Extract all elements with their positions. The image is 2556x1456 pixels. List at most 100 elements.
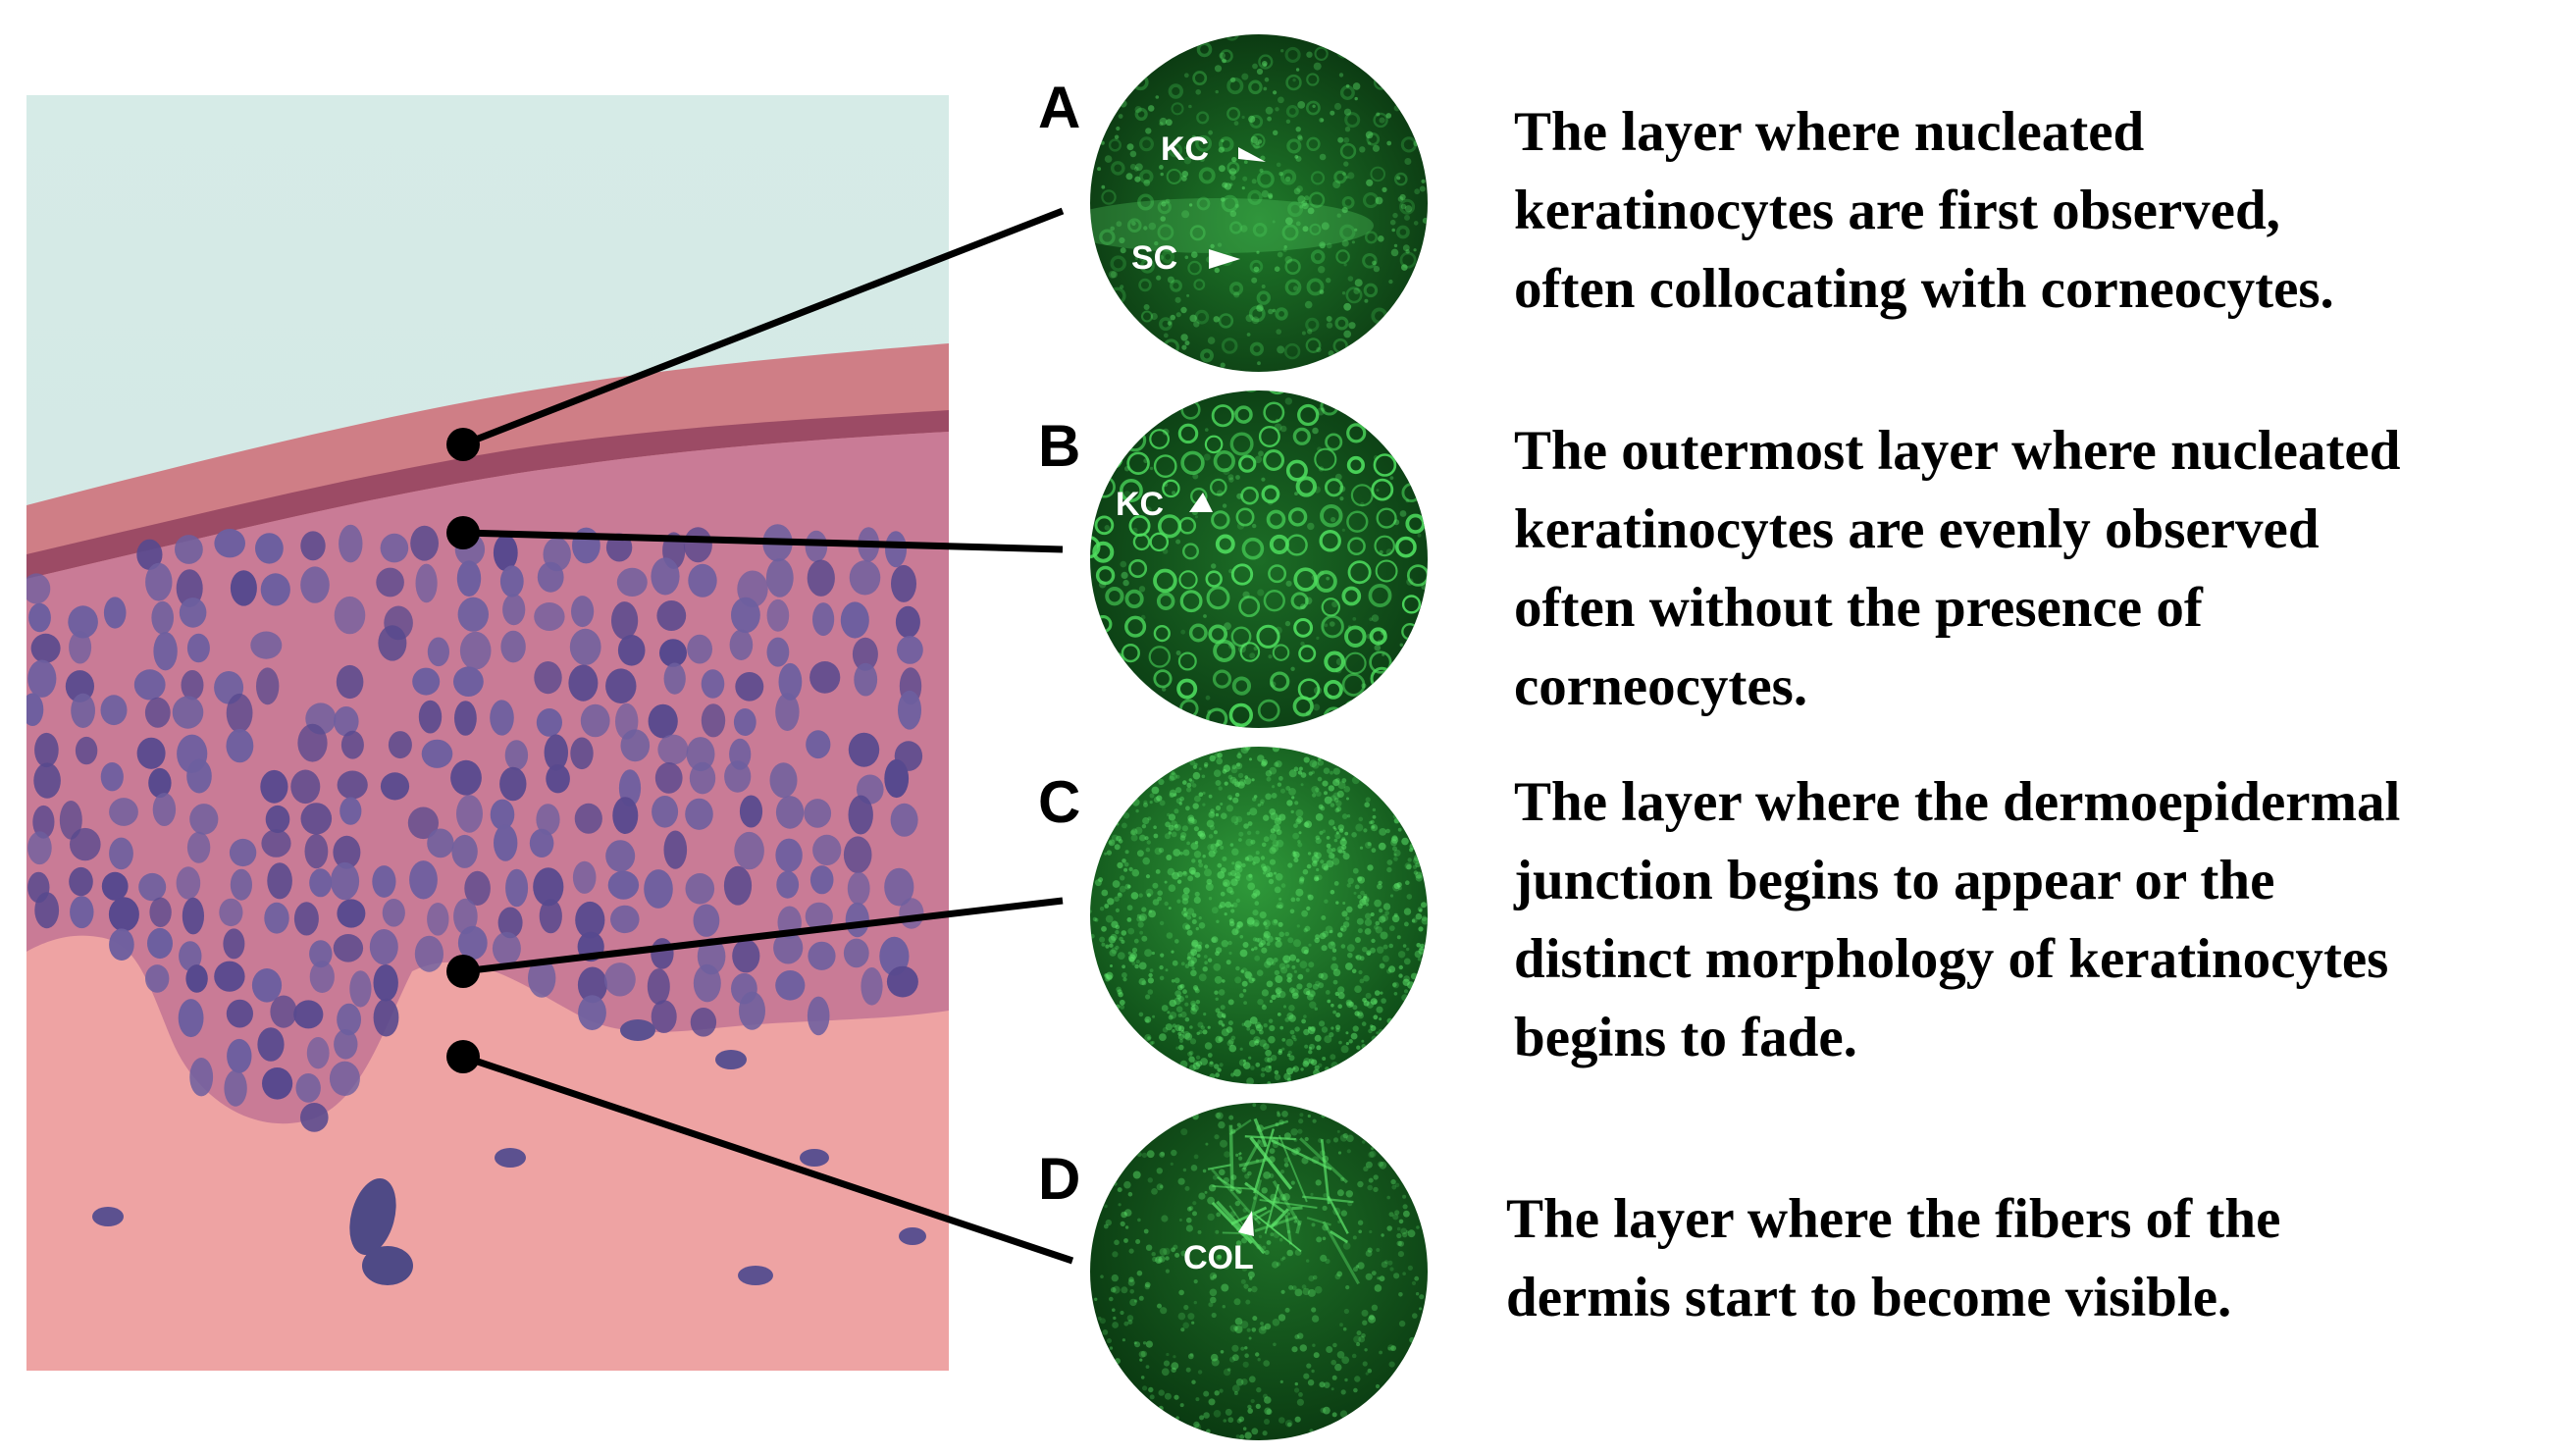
speckle xyxy=(1241,115,1245,120)
nucleus xyxy=(186,831,211,863)
speckle xyxy=(1293,1148,1299,1155)
speckle xyxy=(1304,1136,1309,1142)
speckle xyxy=(1147,1036,1151,1040)
fluorescent-cell xyxy=(1168,142,1183,158)
nucleus xyxy=(701,703,726,738)
speckle xyxy=(1381,913,1388,922)
speckle xyxy=(1334,666,1342,674)
speckle xyxy=(1174,1024,1182,1032)
nucleus xyxy=(172,696,204,729)
speckle xyxy=(1236,921,1244,928)
speckle xyxy=(1331,948,1337,953)
fluorescent-cell xyxy=(1105,75,1121,90)
speckle xyxy=(1187,1353,1194,1360)
nucleus xyxy=(845,902,869,938)
collagen-fiber xyxy=(1320,1138,1330,1205)
speckle xyxy=(1321,118,1325,123)
speckle xyxy=(1341,837,1346,842)
speckle xyxy=(1367,952,1371,956)
nucleus xyxy=(605,668,637,703)
speckle xyxy=(1355,823,1364,832)
collagen-fiber xyxy=(1216,1200,1266,1255)
speckle xyxy=(1237,752,1241,755)
speckle xyxy=(1290,897,1296,903)
speckle xyxy=(1221,940,1229,948)
fluorescent-cell xyxy=(1257,699,1280,722)
speckle xyxy=(1257,361,1261,366)
speckle xyxy=(1291,852,1297,858)
speckle xyxy=(1257,999,1264,1006)
speckle xyxy=(1154,847,1163,856)
fluorescent-cell xyxy=(1194,309,1210,325)
panel-c-description: The layer where the dermoepidermal junct… xyxy=(1514,763,2400,1077)
speckle xyxy=(1367,1368,1373,1374)
fluorescent-cell xyxy=(1258,54,1274,70)
speckle xyxy=(1310,1059,1318,1066)
speckle xyxy=(1131,947,1138,954)
connector-c xyxy=(462,897,1064,975)
nucleus xyxy=(297,723,328,762)
speckle xyxy=(1315,835,1321,841)
nucleus xyxy=(179,941,202,971)
fluorescent-cell xyxy=(1068,506,1085,524)
speckle xyxy=(1305,990,1311,996)
speckle xyxy=(1269,1024,1276,1032)
panel-b-description-line: often without the presence of xyxy=(1514,577,2203,639)
speckle xyxy=(1297,973,1304,980)
connector-lines xyxy=(461,207,1074,1265)
speckle xyxy=(1246,1327,1251,1332)
speckle xyxy=(1346,1134,1354,1143)
speckle xyxy=(1287,1050,1292,1055)
speckle xyxy=(1254,1040,1259,1046)
speckle xyxy=(1204,868,1212,877)
speckle xyxy=(1188,816,1195,824)
speckle xyxy=(1330,1359,1336,1366)
nucleus xyxy=(138,872,167,902)
speckle xyxy=(1387,965,1396,973)
speckle xyxy=(1254,1021,1262,1029)
speckle xyxy=(1198,792,1204,797)
speckle xyxy=(1265,793,1272,801)
fluorescent-cell xyxy=(1094,515,1115,536)
nucleus xyxy=(149,897,172,927)
speckle xyxy=(1145,128,1152,134)
speckle xyxy=(1231,764,1237,770)
speckle xyxy=(1253,946,1258,951)
speckle xyxy=(1250,135,1258,143)
speckle xyxy=(1335,1013,1341,1017)
panel-b-letter: B xyxy=(1038,413,1080,479)
speckle xyxy=(1255,890,1261,896)
speckle xyxy=(1375,1383,1381,1389)
speckle xyxy=(1164,901,1169,907)
speckle xyxy=(1244,1019,1252,1028)
speckle xyxy=(1175,798,1182,805)
speckle xyxy=(1333,838,1338,843)
speckle xyxy=(1313,62,1322,71)
speckle xyxy=(1216,757,1224,765)
speckle xyxy=(1194,795,1201,803)
speckle xyxy=(1118,892,1122,897)
speckle xyxy=(1259,802,1264,806)
speckle xyxy=(1372,144,1381,152)
nucleus xyxy=(610,905,640,934)
speckle xyxy=(1183,156,1192,165)
panel-c-texture xyxy=(1090,747,1428,1084)
nucleus xyxy=(145,964,170,993)
speckle xyxy=(1266,1409,1273,1415)
speckle xyxy=(1355,955,1362,961)
fluorescent-cell xyxy=(1234,405,1253,424)
speckle xyxy=(1298,831,1302,835)
panel-d-description-line: The layer where the fibers of the xyxy=(1506,1188,2281,1250)
speckle xyxy=(1128,866,1133,872)
speckle xyxy=(1342,921,1350,928)
speckle xyxy=(1207,1053,1213,1058)
speckle xyxy=(1222,979,1226,983)
speckle xyxy=(1297,770,1303,775)
nucleus xyxy=(226,999,253,1028)
speckle xyxy=(1382,955,1389,962)
speckle xyxy=(1215,947,1223,954)
speckle xyxy=(1320,806,1326,811)
speckle xyxy=(1128,1276,1134,1282)
speckle xyxy=(1236,1418,1242,1424)
fluorescent-cell xyxy=(1230,563,1254,586)
